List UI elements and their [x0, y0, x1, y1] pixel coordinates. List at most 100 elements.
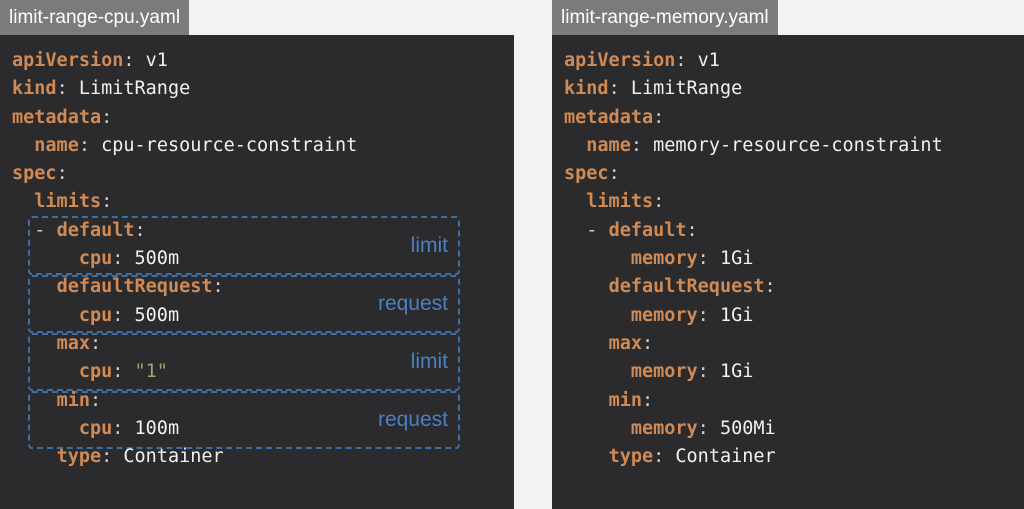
- yaml-separator: :: [123, 50, 146, 71]
- line-indent: [12, 418, 79, 439]
- yaml-separator: :: [101, 446, 124, 468]
- yaml-value: v1: [145, 50, 168, 71]
- yaml-key: type: [56, 446, 102, 468]
- yaml-separator: :: [641, 389, 654, 411]
- yaml-value: 100m: [134, 417, 180, 439]
- yaml-key: memory: [630, 304, 698, 326]
- yaml-value: 1Gi: [719, 304, 754, 326]
- yaml-value: v1: [697, 50, 720, 71]
- yaml-key: apiVersion: [12, 50, 124, 71]
- code-line: defaultRequest:: [12, 273, 514, 301]
- line-indent: [12, 361, 79, 382]
- yaml-separator: :: [697, 361, 720, 383]
- code-line: apiVersion: v1: [12, 47, 514, 75]
- code-line: type: Container: [12, 443, 514, 471]
- code-line: type: Container: [564, 443, 1024, 471]
- line-indent: [564, 135, 586, 156]
- yaml-key: apiVersion: [564, 50, 676, 71]
- yaml-key: defaultRequest: [608, 276, 765, 298]
- code-line: cpu: 500m: [12, 245, 514, 273]
- yaml-value: 500Mi: [719, 417, 776, 439]
- yaml-separator: :: [112, 361, 135, 383]
- file-tab-limit-range-memory[interactable]: limit-range-memory.yaml: [552, 0, 778, 35]
- line-indent: [564, 446, 609, 467]
- yaml-separator: :: [56, 78, 79, 100]
- code-line: spec:: [564, 160, 1024, 188]
- yaml-value: LimitRange: [78, 78, 191, 100]
- code-line: - default:: [12, 217, 514, 245]
- yaml-separator: :: [764, 276, 776, 298]
- yaml-key: limits: [586, 191, 654, 213]
- yaml-value: cpu-resource-constraint: [101, 134, 358, 156]
- yaml-separator: :: [101, 191, 113, 213]
- yaml-separator: :: [89, 332, 102, 354]
- line-indent: [564, 361, 631, 382]
- yaml-key: name: [34, 134, 79, 156]
- code-line: min:: [12, 387, 514, 415]
- yaml-key: min: [608, 389, 642, 411]
- code-line: apiVersion: v1: [564, 47, 1024, 75]
- yaml-key: spec: [12, 163, 57, 185]
- yaml-key: name: [586, 134, 631, 156]
- yaml-key: max: [56, 332, 90, 354]
- line-indent: [12, 276, 57, 297]
- yaml-key: memory: [630, 248, 698, 270]
- line-indent: [564, 333, 609, 354]
- yaml-separator: :: [608, 163, 620, 185]
- yaml-separator: :: [134, 219, 146, 241]
- yaml-key: max: [608, 332, 642, 354]
- yaml-key: defaultRequest: [56, 276, 213, 298]
- yaml-key: spec: [564, 163, 609, 185]
- yaml-value: 500m: [134, 248, 180, 270]
- code-line: name: cpu-resource-constraint: [12, 132, 514, 160]
- yaml-separator: :: [630, 134, 654, 156]
- line-indent: [564, 418, 631, 439]
- line-indent: [12, 135, 34, 156]
- line-indent: [12, 333, 57, 354]
- line-indent: [12, 446, 57, 467]
- yaml-key: default: [608, 219, 687, 241]
- yaml-key: metadata: [12, 106, 102, 128]
- yaml-separator: :: [101, 106, 113, 128]
- line-indent: [12, 248, 79, 269]
- yaml-key: cpu: [78, 417, 113, 439]
- code-line: memory: 1Gi: [564, 302, 1024, 330]
- file-tab-limit-range-cpu[interactable]: limit-range-cpu.yaml: [0, 0, 190, 35]
- code-line: - default:: [564, 217, 1024, 245]
- yaml-key: kind: [564, 78, 609, 100]
- code-line: cpu: "1": [12, 358, 514, 386]
- code-line: metadata:: [12, 104, 514, 132]
- code-line: name: memory-resource-constraint: [564, 132, 1024, 160]
- code-line: metadata:: [564, 104, 1024, 132]
- yaml-key: cpu: [78, 304, 113, 326]
- yaml-key: memory: [630, 361, 698, 383]
- yaml-value: 1Gi: [719, 248, 754, 270]
- yaml-key: memory: [630, 417, 698, 439]
- yaml-key: cpu: [78, 361, 113, 383]
- yaml-separator: :: [697, 417, 720, 439]
- yaml-separator: :: [112, 417, 135, 439]
- code-line: cpu: 100m: [12, 415, 514, 443]
- yaml-key: limits: [34, 191, 102, 213]
- yaml-separator: :: [608, 78, 631, 100]
- line-indent: [12, 390, 57, 411]
- line-indent: [564, 191, 586, 212]
- yaml-separator: :: [675, 50, 698, 71]
- yaml-separator: :: [697, 248, 720, 270]
- yaml-value: 1Gi: [719, 361, 754, 383]
- yaml-value: Container: [123, 446, 224, 468]
- yaml-separator: :: [653, 106, 665, 128]
- yaml-key: default: [56, 219, 135, 241]
- code-line: max:: [564, 330, 1024, 358]
- line-indent: [12, 305, 79, 326]
- code-line: limits:: [12, 188, 514, 216]
- code-line: kind: LimitRange: [12, 75, 514, 103]
- yaml-separator: :: [653, 446, 676, 468]
- line-indent: -: [12, 219, 57, 241]
- yaml-key: kind: [12, 78, 57, 100]
